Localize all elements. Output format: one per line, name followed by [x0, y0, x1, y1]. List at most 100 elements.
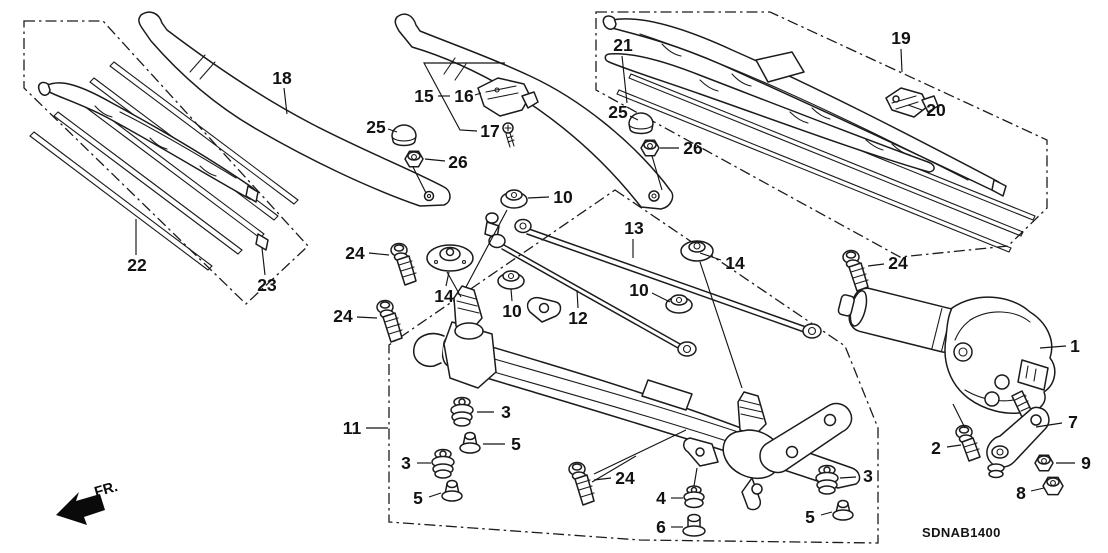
callout-24: 24 — [615, 468, 635, 488]
leader-line — [576, 289, 579, 309]
leader-line — [356, 316, 378, 319]
callout-13: 13 — [624, 218, 644, 238]
leader-line — [261, 247, 266, 276]
leader-line — [423, 62, 505, 132]
callout-14: 14 — [434, 286, 454, 306]
mount-grommet-3-b — [450, 396, 474, 427]
crank-nut-8 — [1042, 476, 1064, 496]
pivot-bushing-14-right — [680, 240, 714, 262]
leader-line — [368, 252, 390, 256]
mount-grommet-4 — [683, 485, 705, 509]
callout-25: 25 — [366, 117, 386, 137]
left-wiper-blade-frame — [37, 81, 259, 203]
leader-line — [907, 104, 923, 111]
leader-line — [428, 492, 442, 498]
callout-8: 8 — [1016, 483, 1026, 503]
callout-10: 10 — [629, 280, 649, 300]
pivot-nut-26-right — [640, 139, 660, 157]
leader-line — [839, 476, 857, 479]
crank-link-7 — [986, 406, 1050, 479]
left-blade-group-box — [23, 20, 309, 305]
leader-line — [593, 477, 612, 481]
blade-clip-20 — [885, 87, 939, 118]
leader-line — [867, 263, 885, 267]
callout-9: 9 — [1081, 453, 1091, 473]
bolt-24-c — [842, 249, 869, 292]
grommet-10-mid — [497, 270, 525, 290]
wiper-blade-21 — [604, 52, 935, 173]
grommet-10-right — [665, 294, 693, 314]
callout-5: 5 — [511, 434, 521, 454]
wiper-arm-18 — [138, 11, 451, 207]
leader-line — [651, 292, 671, 303]
callout-5: 5 — [413, 488, 423, 508]
callout-1: 1 — [1070, 336, 1080, 356]
callout-16: 16 — [454, 86, 474, 106]
callout-5: 5 — [805, 507, 815, 527]
pivot-cap-25-left — [391, 124, 417, 147]
leader-line — [387, 128, 398, 133]
callout-2: 2 — [931, 438, 941, 458]
callout-24: 24 — [888, 253, 908, 273]
mount-cap-5-c — [832, 499, 854, 521]
arm-screw-17 — [502, 122, 515, 148]
bolt-2 — [955, 424, 981, 462]
leader-line — [820, 511, 833, 516]
mount-grommet-3-a — [431, 448, 455, 479]
leader-line — [445, 271, 450, 287]
callout-20: 20 — [926, 100, 946, 120]
callout-18: 18 — [272, 68, 292, 88]
mount-collar-6 — [682, 513, 706, 537]
leader-line — [900, 48, 903, 73]
leader-line — [510, 288, 513, 302]
crank-nut-9 — [1034, 454, 1054, 472]
leader-line — [283, 87, 288, 115]
wiper-motor — [837, 287, 1056, 418]
link-rod-12 — [484, 212, 697, 357]
callout-12: 12 — [568, 308, 588, 328]
linkage-frame — [413, 285, 861, 511]
callout-4: 4 — [656, 488, 666, 508]
callout-23: 23 — [257, 275, 277, 295]
callout-24: 24 — [333, 306, 353, 326]
callout-11: 11 — [343, 418, 362, 438]
callout-3: 3 — [401, 453, 411, 473]
mount-grommet-3-c — [815, 464, 839, 495]
callout-3: 3 — [863, 466, 873, 486]
pivot-bushing-14-left — [426, 244, 474, 272]
callout-26: 26 — [448, 152, 468, 172]
callout-10: 10 — [553, 187, 573, 207]
callout-21: 21 — [613, 35, 633, 55]
leader-line — [621, 55, 628, 104]
pointer-lines — [412, 155, 966, 487]
leader-line — [1039, 345, 1067, 349]
pivot-cap-25-right — [628, 112, 654, 135]
callout-25: 25 — [608, 102, 628, 122]
mount-cap-5-b — [441, 479, 463, 502]
leader-line — [946, 444, 962, 448]
leader-line — [629, 115, 639, 121]
callout-26: 26 — [683, 138, 703, 158]
link-rod-13 — [514, 218, 822, 339]
bolt-24-d — [568, 461, 595, 506]
callout-7: 7 — [1068, 412, 1078, 432]
callout-6: 6 — [656, 517, 666, 537]
arm-cover-16 — [477, 77, 539, 117]
callout-22: 22 — [127, 255, 147, 275]
wiper-blade-19 — [602, 15, 1007, 197]
callout-17: 17 — [480, 121, 499, 141]
leader-line — [474, 92, 482, 96]
front-arrow-icon — [56, 492, 105, 525]
leader-line — [1035, 422, 1063, 428]
callout-3: 3 — [501, 402, 511, 422]
callout-19: 19 — [891, 28, 911, 48]
callout-15: 15 — [414, 86, 434, 106]
bolt-24-b — [376, 299, 403, 343]
diagram-code: SDNAB1400 — [922, 525, 1001, 540]
front-direction-indicator: FR. — [56, 479, 120, 525]
mount-cap-5-a — [459, 431, 481, 454]
callout-14: 14 — [725, 253, 745, 273]
pivot-nut-26-left — [404, 150, 424, 168]
